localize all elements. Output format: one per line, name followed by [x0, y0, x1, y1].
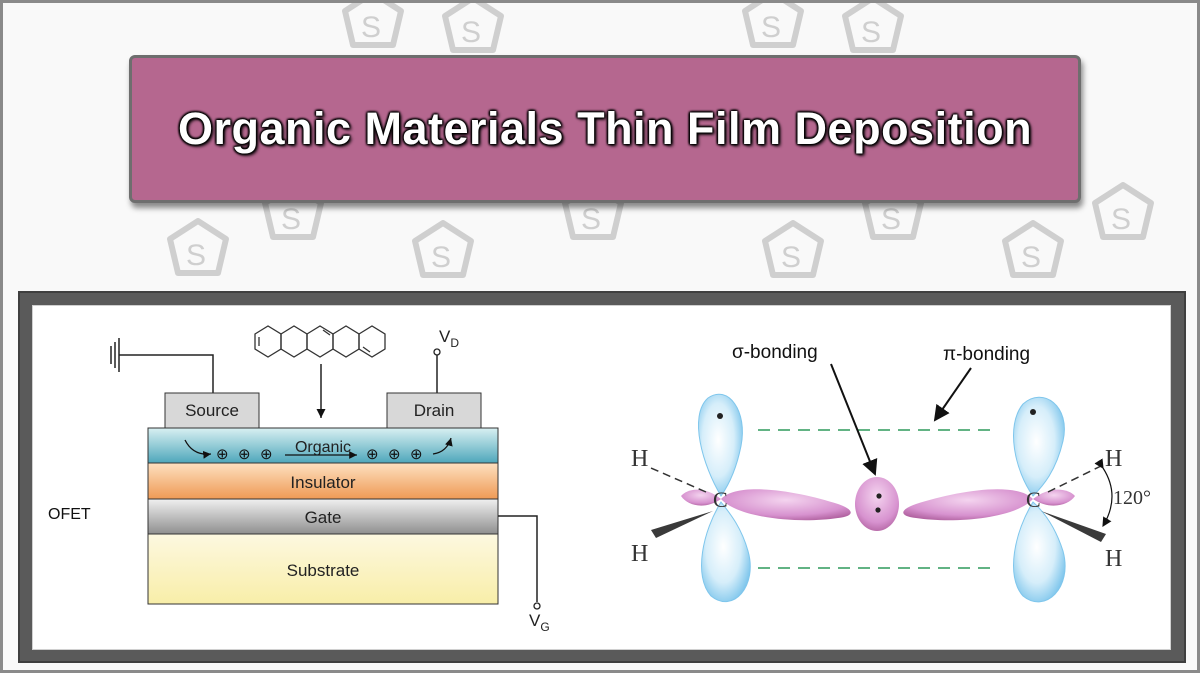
hydrogen-label: H	[1105, 446, 1122, 472]
insulator-label: Insulator	[290, 473, 356, 492]
pentacene-molecule-icon	[254, 325, 386, 358]
title-banner: Organic Materials Thin Film Deposition	[129, 55, 1081, 203]
vd-label: VD	[439, 327, 459, 350]
charge-carrier: ⊕	[238, 446, 251, 463]
pi-pointer-arrow	[933, 367, 972, 422]
ground-icon	[110, 338, 120, 372]
content-panel: VD Source Drain Organic Insulator Gate S…	[18, 291, 1186, 663]
charge-carrier: ⊕	[216, 446, 229, 463]
sigma-bonding-label: σ-bonding	[732, 342, 818, 363]
source-label: Source	[185, 401, 239, 420]
hydrogen-label: H	[631, 541, 648, 567]
vd-terminal	[433, 348, 441, 356]
hydrogen-label: H	[631, 446, 648, 472]
drain-label: Drain	[414, 401, 455, 420]
content-inner: VD Source Drain Organic Insulator Gate S…	[32, 305, 1171, 650]
h-bond-wedge-left	[651, 511, 713, 538]
bonding-diagram: C C H H H H 120° σ-bonding π-bonding	[631, 342, 1151, 603]
charge-carriers: ⊕ ⊕ ⊕ ⊕ ⊕ ⊕	[216, 446, 423, 463]
charge-carrier: ⊕	[260, 446, 273, 463]
carbon-label-right: C	[1026, 487, 1041, 512]
carrier-inject-arrow	[184, 439, 212, 459]
angle-arc	[1094, 458, 1113, 528]
insulator-layer	[147, 462, 499, 500]
source-electrode	[164, 392, 260, 429]
charge-carrier: ⊕	[410, 446, 423, 463]
organic-label: Organic	[295, 439, 351, 456]
carbon-label-left: C	[713, 487, 728, 512]
h-bond-dashed-right	[1047, 465, 1102, 493]
source-wire	[119, 354, 214, 393]
ofet-label: OFET	[48, 506, 91, 523]
gate-label: Gate	[305, 508, 342, 527]
charge-carrier: ⊕	[366, 446, 379, 463]
pi-bonding-label: π-bonding	[943, 344, 1030, 365]
hydrogen-label: H	[1105, 546, 1122, 572]
vg-terminal	[533, 602, 541, 610]
ofet-diagram: VD Source Drain Organic Insulator Gate S…	[48, 325, 550, 634]
carrier-extract-arrow	[432, 437, 453, 455]
sigma-pointer-arrow	[830, 363, 878, 476]
page-title: Organic Materials Thin Film Deposition	[177, 103, 1033, 154]
right-p-orbital	[1013, 396, 1066, 603]
substrate-label: Substrate	[287, 561, 360, 580]
gate-wire	[498, 515, 538, 602]
sigma-bond	[681, 477, 1075, 531]
h-bond-dashed-left	[650, 467, 707, 493]
left-p-orbital	[698, 393, 751, 602]
charge-carrier: ⊕	[388, 446, 401, 463]
substrate-layer	[147, 533, 499, 605]
h-bond-wedge-right	[1041, 511, 1106, 542]
vg-label: VG	[529, 611, 550, 634]
bond-angle-label: 120°	[1113, 487, 1151, 509]
